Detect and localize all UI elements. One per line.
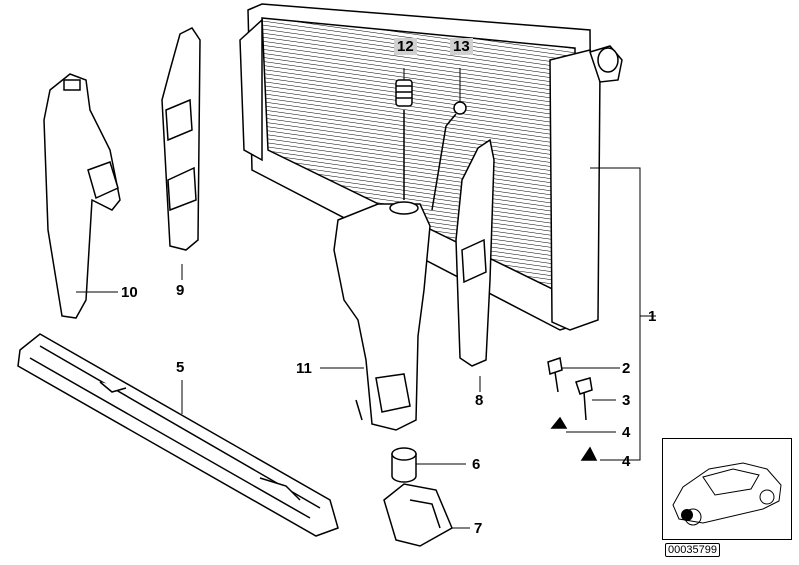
bracket-10 [43,73,121,319]
callout-7: 7 [474,520,483,537]
screw-13 [431,101,467,211]
callout-9: 9 [176,282,185,299]
callout-1: 1 [648,308,657,325]
vehicle-position-thumbnail [662,438,792,540]
position-marker-icon [681,509,693,521]
radiator [239,3,623,331]
callout-5: 5 [176,359,185,376]
fasteners [547,357,598,461]
bracket-9 [161,27,201,251]
callout-6: 6 [472,456,481,473]
filler-cap-12 [395,79,413,200]
callout-4-upper: 4 [622,424,631,441]
air-duct-5 [17,333,339,537]
bracket-7 [383,483,453,547]
bracket-8 [455,138,495,367]
callout-2: 2 [622,360,631,377]
car-outline-icon [672,462,782,526]
expansion-tank-11 [333,201,431,431]
callout-11: 11 [296,360,312,377]
reference-number: 00035799 [665,543,720,557]
callout-8: 8 [475,392,484,409]
callout-10: 10 [121,284,138,301]
leader-lines [76,68,656,529]
callout-12: 12 [394,38,417,55]
rubber-mount-6 [391,447,417,483]
callout-4-lower: 4 [622,453,631,470]
callout-13: 13 [450,38,473,55]
callout-3: 3 [622,392,631,409]
